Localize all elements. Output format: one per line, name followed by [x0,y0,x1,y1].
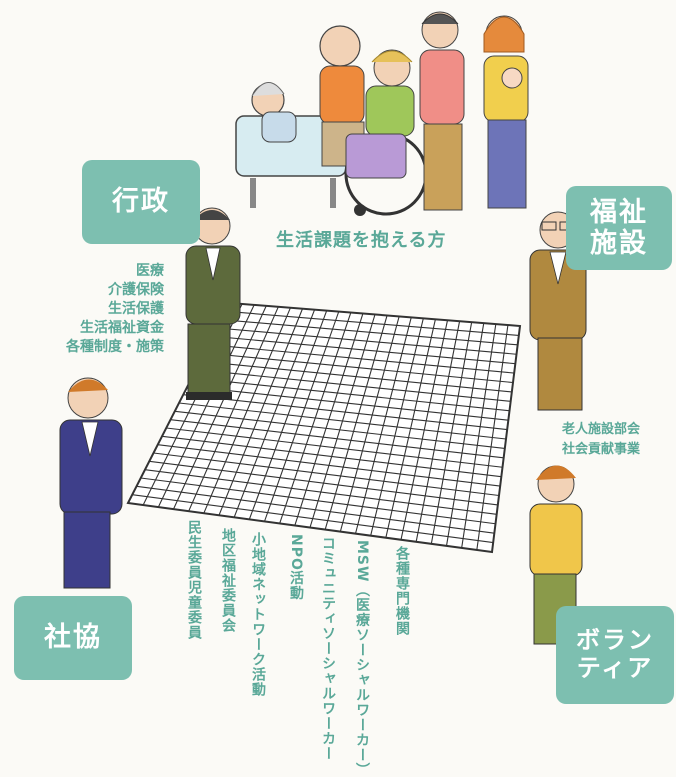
fukushi-item: 老人施設部会 [562,422,641,437]
gyosei-title: 行政 [112,186,170,218]
fukushi-label: 福祉 施設 [566,186,672,270]
people-caption: 生活課題を抱える方 [276,230,447,251]
shakyo-item: 小地域ネットワーク活動 [250,532,266,697]
gyosei-item: 介護保険 [108,282,164,298]
safety-net [126,301,522,554]
fukushi-title-line2: 施設 [590,228,648,259]
net-line [144,469,497,515]
shakyo-item: 地区福祉委員会 [220,528,236,633]
net-line [140,477,496,525]
net-line [445,323,485,546]
net-line [476,324,509,551]
volunteer-item: NPO活動 [288,534,304,601]
shakyo-title: 社協 [44,622,102,654]
volunteer-title-line1: ボラン [576,626,654,655]
fukushi-item: 社会貢献事業 [562,442,641,457]
volunteer-woman [529,465,583,645]
gyosei-official [185,207,241,400]
shakyo-label: 社協 [14,596,132,680]
volunteer-item: コミュニティソーシャルワーカー [320,536,336,761]
gyosei-item-list: 医療 介護保険 生活保護 生活福祉資金 各種制度・施策 [14,262,164,357]
net-line [136,485,495,534]
safety-net-diagram: 生活課題を抱える方 行政 医療 介護保険 生活保護 生活福祉資金 各種制度・施策… [14,11,674,777]
caregiver-man [419,11,465,211]
fukushi-title-line1: 福祉 [590,196,648,228]
fukushi-item-list: 老人施設部会 社会貢献事業 [562,420,640,460]
illustration [59,11,587,645]
patient-in-bed [235,82,347,208]
volunteer-title-line2: ティア [576,654,654,682]
volunteer-item: 各種専門機関 [394,546,410,636]
net-line [132,494,494,544]
gyosei-label: 行政 [82,160,200,244]
volunteer-item: MSW（医療ソーシャルワーカー） [354,540,370,777]
gyosei-item: 生活保護 [108,301,164,317]
shakyo-item: 民生委員児童委員 [186,520,202,640]
volunteer-label: ボラン ティア [556,606,674,704]
gyosei-item: 医療 [136,263,164,279]
gyosei-item: 各種制度・施策 [66,339,164,355]
net-line [461,324,497,548]
wheelchair-user [344,49,428,216]
gyosei-item: 生活福祉資金 [80,320,164,336]
mother-with-baby [483,15,529,209]
shakyo-man [59,377,123,589]
fukushi-staff [529,211,587,411]
